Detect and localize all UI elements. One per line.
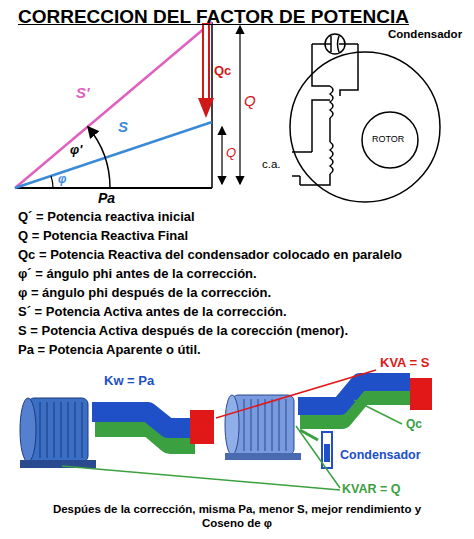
definition-text: φ´ = ángulo phi antes de la corrección. xyxy=(18,267,257,282)
definition-text: φ = ángulo phi después de la corrección. xyxy=(18,286,271,301)
motor-schematic xyxy=(290,34,440,202)
part-label: Condensador xyxy=(388,28,462,41)
terminal-label: c.a. xyxy=(262,158,281,171)
vector-label: S' xyxy=(76,84,90,101)
definition-text: S = Potencia Activa después de la corecc… xyxy=(18,324,348,339)
caption: Despúes de la corrección, misma Pa, meno… xyxy=(50,502,424,531)
power-triangle xyxy=(15,22,240,188)
axis-label: Pa xyxy=(98,190,115,206)
definition-text: Pa = Potencia Aparente o útil. xyxy=(18,343,201,358)
callout-label: KVAR = Q xyxy=(342,482,400,496)
angle-label: φ xyxy=(58,173,66,187)
definition-text: Qc = Potencia Reactiva del condensador c… xyxy=(18,248,402,263)
definition-text: Q = Potencia Reactiva Final xyxy=(18,229,188,244)
dimension-label: Q xyxy=(226,146,236,161)
callout-label: Kw = Pa xyxy=(104,374,154,389)
vector-label: S xyxy=(118,118,128,135)
part-label: ROTOR xyxy=(372,134,404,144)
dimension-label: Q xyxy=(244,92,256,109)
callout-label: KVA = S xyxy=(380,356,430,371)
vector-label: Qc xyxy=(214,64,231,79)
angle-label: φ' xyxy=(70,143,82,158)
definition-text: S´ = Potencia Activa antes de la correcc… xyxy=(18,305,287,320)
callout-label: Condensador xyxy=(340,448,421,462)
definition-text: Q´ = Potencia reactiva inicial xyxy=(18,210,195,225)
callout-label: Qc xyxy=(406,418,422,432)
title: CORRECCION DEL FACTOR DE POTENCIA xyxy=(18,6,409,28)
motor-illustration xyxy=(20,370,432,490)
